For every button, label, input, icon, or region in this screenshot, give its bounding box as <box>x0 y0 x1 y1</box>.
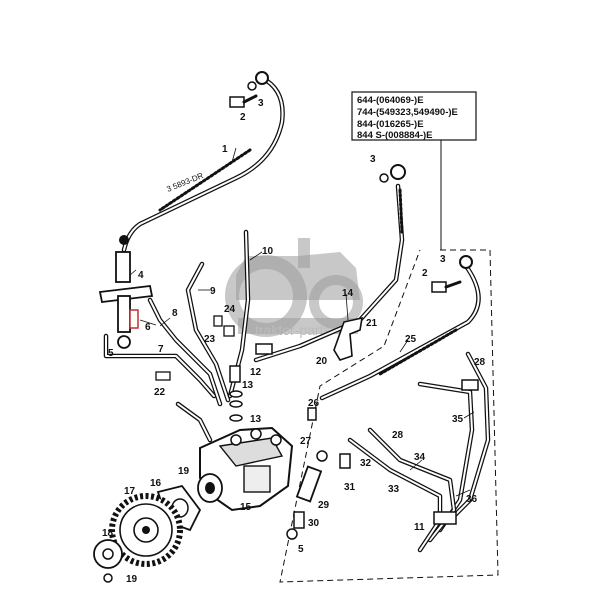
callout-7: 7 <box>158 344 164 355</box>
watermark-tractor-icon <box>225 238 363 337</box>
callout-36: 36 <box>466 494 478 505</box>
callout-16: 16 <box>150 478 162 489</box>
delivery-valve-fittings <box>155 315 243 422</box>
callout-21: 21 <box>366 318 378 329</box>
callout-11: 11 <box>414 522 425 533</box>
callout-15: 15 <box>240 502 252 513</box>
injector-assembly <box>98 251 154 349</box>
note-line-3: 844-(016265-)E <box>357 119 424 130</box>
callout-1: 1 <box>222 144 228 155</box>
callout-31: 31 <box>344 482 356 493</box>
callout-19-upper: 19 <box>178 466 190 477</box>
callout-28-top: 28 <box>474 357 486 368</box>
callout-9: 9 <box>210 286 216 297</box>
callout-19-lower: 19 <box>126 574 138 585</box>
callout-32: 32 <box>360 458 372 469</box>
callout-3-top: 3 <box>258 98 264 109</box>
leader-lines <box>129 147 475 497</box>
callout-34: 34 <box>414 452 426 463</box>
callout-22: 22 <box>154 387 166 398</box>
callout-13-lower: 13 <box>250 414 262 425</box>
exploded-view-frame <box>279 249 499 583</box>
fuel-return-line <box>253 164 406 363</box>
callout-10: 10 <box>262 246 274 257</box>
callout-35: 35 <box>452 414 464 425</box>
callout-27: 27 <box>300 436 312 447</box>
callout-4: 4 <box>138 270 144 281</box>
callout-5-left: 5 <box>108 348 114 359</box>
note-line-2: 744-(549323,549490-)E <box>357 107 458 118</box>
leak-off-pipe <box>119 71 285 253</box>
callout-20: 20 <box>316 356 328 367</box>
callout-labels: 1 2 3 3 3 2 4 5 6 7 8 9 10 22 23 24 12 1… <box>102 98 486 585</box>
pipe-bracket <box>255 316 363 361</box>
callout-3-right: 3 <box>440 254 446 265</box>
note-line-1: 644-(064069-)E <box>357 95 424 106</box>
banjo-bolt-top <box>229 81 258 108</box>
callout-14: 14 <box>342 288 354 299</box>
callout-24: 24 <box>224 304 236 315</box>
gear-hub <box>93 539 123 583</box>
injection-pump <box>197 426 294 512</box>
callout-30: 30 <box>308 518 320 529</box>
callout-13-upper: 13 <box>242 380 254 391</box>
callout-3-mid: 3 <box>370 154 376 165</box>
watermark-text: traktor-parts <box>255 322 330 338</box>
callout-18: 18 <box>102 528 114 539</box>
injection-pipes-left <box>103 229 251 443</box>
callout-28-mid: 28 <box>392 430 404 441</box>
callout-25: 25 <box>405 334 417 345</box>
injector-right <box>286 407 351 540</box>
callout-33: 33 <box>388 484 400 495</box>
callout-8: 8 <box>172 308 178 319</box>
callout-5-right: 5 <box>298 544 304 555</box>
callout-2-top: 2 <box>240 112 246 123</box>
drive-gear <box>109 493 183 567</box>
callout-26: 26 <box>308 398 320 409</box>
parts-note-box: 644-(064069-)E 744-(549323,549490-)E 844… <box>351 91 477 251</box>
note-line-4: 844 S-(008884-)E <box>357 130 433 141</box>
injection-pipes-right <box>347 351 491 553</box>
callout-17: 17 <box>124 486 136 497</box>
callout-23: 23 <box>204 334 216 345</box>
callout-6: 6 <box>145 322 151 333</box>
callout-12: 12 <box>250 367 262 378</box>
callout-29: 29 <box>318 500 330 511</box>
right-leak-off-pipe <box>319 255 481 401</box>
callout-2-right: 2 <box>422 268 428 279</box>
